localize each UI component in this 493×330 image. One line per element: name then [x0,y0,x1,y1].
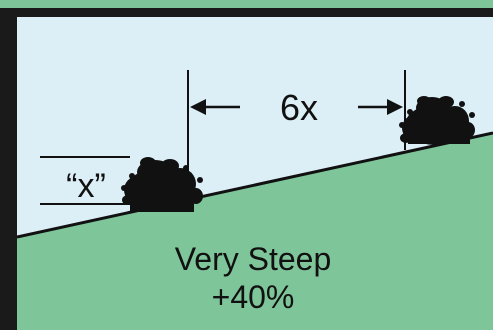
slope-grade: +40% [212,279,295,315]
shrub-icon [399,96,475,145]
slope-line [17,131,493,239]
height-label: “x” [66,167,106,205]
slope-title: Very Steep [175,241,332,277]
arrow-right-icon [358,99,403,115]
arrow-left-icon [190,99,240,115]
header-band [0,0,493,8]
ground-slope [17,133,493,330]
shrub-icon [121,157,203,212]
spacing-label: 6x [280,87,318,128]
